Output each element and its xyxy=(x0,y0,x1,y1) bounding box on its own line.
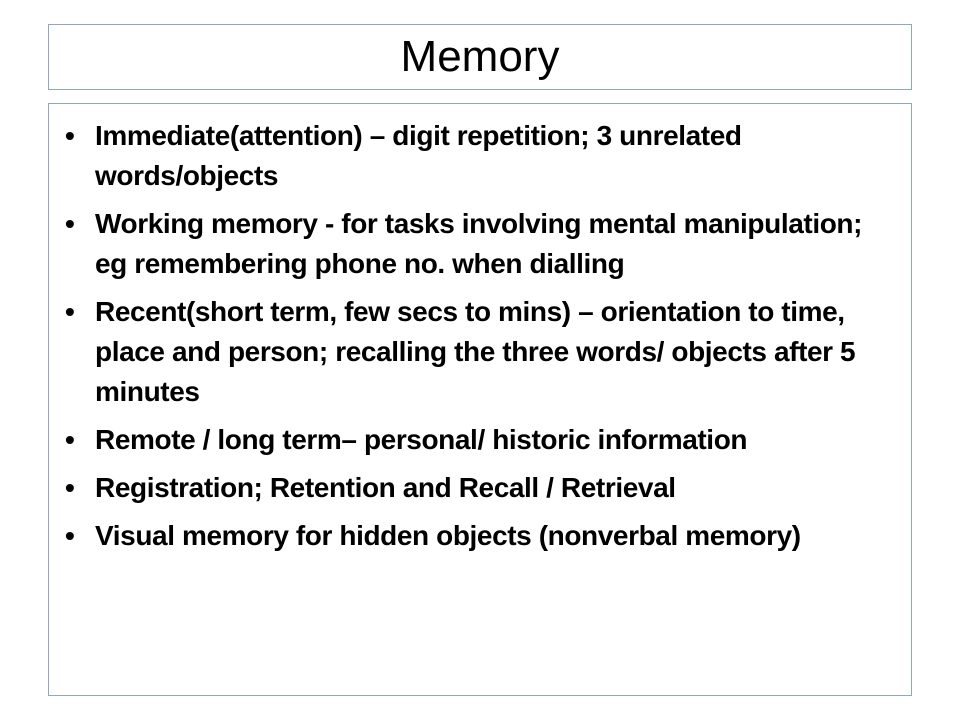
slide-title: Memory xyxy=(400,32,560,81)
bullet-text: Visual memory for hidden objects (nonver… xyxy=(95,520,801,551)
bullet-item-working-memory: • Working memory - for tasks involving me… xyxy=(61,204,897,284)
bullet-list: • Immediate(attention) – digit repetition… xyxy=(61,116,897,556)
bullet-item-visual-memory: • Visual memory for hidden objects (nonve… xyxy=(61,516,897,556)
bullet-dot-icon: • xyxy=(65,208,75,239)
bullet-dot-icon: • xyxy=(65,424,75,455)
bullet-item-remote: • Remote / long term– personal/ historic … xyxy=(61,420,897,460)
bullet-text: Immediate(attention) – digit repetition;… xyxy=(95,120,742,191)
content-placeholder: • Immediate(attention) – digit repetition… xyxy=(48,103,912,696)
bullet-dot-icon: • xyxy=(65,120,75,151)
bullet-dot-icon: • xyxy=(65,520,75,551)
bullet-dot-icon: • xyxy=(65,296,75,327)
title-placeholder: Memory xyxy=(48,24,912,90)
bullet-text: Recent(short term, few secs to mins) – o… xyxy=(95,296,856,407)
bullet-item-recent: • Recent(short term, few secs to mins) – … xyxy=(61,292,897,412)
bullet-text: Registration; Retention and Recall / Ret… xyxy=(95,472,676,503)
bullet-text: Working memory - for tasks involving men… xyxy=(95,208,863,279)
bullet-text: Remote / long term– personal/ historic i… xyxy=(95,424,748,455)
bullet-dot-icon: • xyxy=(65,472,75,503)
bullet-item-immediate: • Immediate(attention) – digit repetition… xyxy=(61,116,897,196)
bullet-item-registration: • Registration; Retention and Recall / Re… xyxy=(61,468,897,508)
